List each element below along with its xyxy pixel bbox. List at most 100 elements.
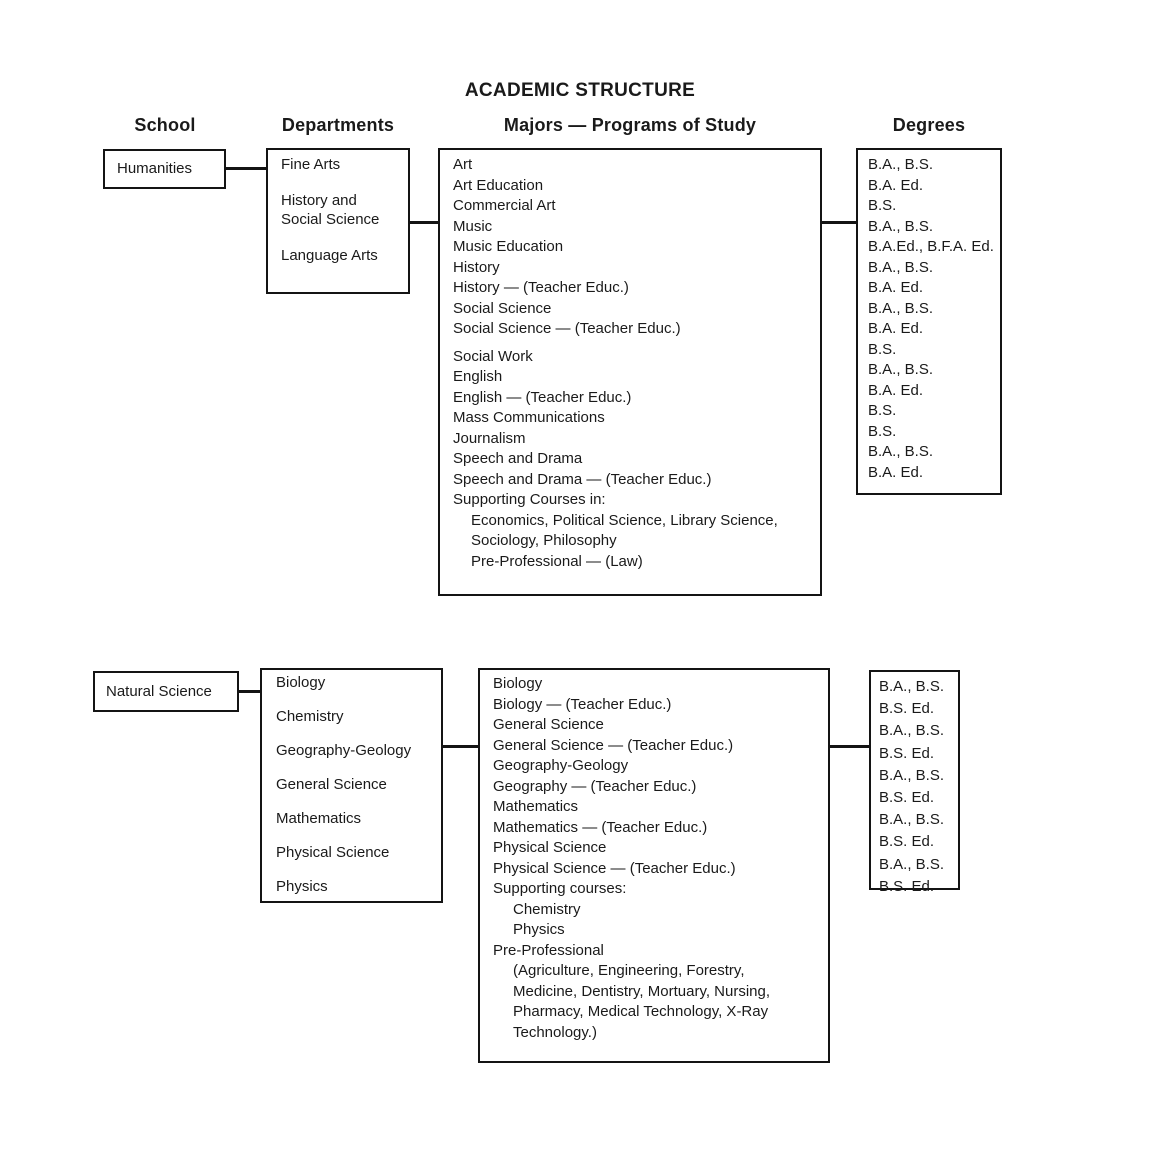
department-label: General Science (276, 776, 387, 793)
department-label: Geography-Geology (276, 742, 412, 759)
major-item: General Science (493, 716, 604, 733)
department-item: History and Social Science (281, 191, 411, 229)
major-item: Physical Science — (Teacher Educ.) (493, 859, 736, 877)
majors-box-natural-science (478, 668, 830, 1063)
major-item: Sociology, Philosophy (471, 532, 617, 549)
degree-item: B.A., B.S. (879, 722, 945, 740)
departments-box-humanities (266, 148, 410, 294)
connector-school-to-departments-1 (226, 167, 266, 170)
department-item: General Science (276, 775, 446, 794)
degree-item: B.A., B.S. (879, 678, 945, 695)
column-header-degrees: Degrees (892, 115, 966, 135)
major-item: Social Science (453, 299, 552, 317)
degree-item: B.A. Ed. (868, 279, 924, 296)
major-item: Music Education (453, 238, 564, 255)
page-title: ACADEMIC STRUCTURE (464, 80, 696, 101)
degrees-list-natural-science: B.A., B.S. B.S. Ed. B.A., B.S. B.S. Ed. … (879, 676, 969, 898)
department-label: Chemistry (276, 708, 344, 725)
department-item: Mathematics (276, 809, 446, 828)
major-item: Art Education (453, 176, 544, 194)
degree-item: B.S. Ed. (879, 700, 935, 718)
department-item: Physics (276, 877, 446, 896)
department-item: Fine Arts (281, 155, 411, 174)
major-item: Music (453, 217, 493, 235)
department-label: Physics (276, 878, 328, 895)
connector-majors-to-degrees-2 (830, 745, 869, 748)
major-item: Biology — (Teacher Educ.) (493, 695, 672, 713)
school-box-humanities (103, 149, 226, 189)
degree-item: B.A., B.S. (868, 299, 934, 317)
major-item: Speech and Drama (453, 450, 583, 467)
department-item: Chemistry (276, 707, 446, 726)
major-item: Geography — (Teacher Educ.) (493, 777, 697, 795)
major-item: Medicine, Dentistry, Mortuary, Nursing, (513, 982, 771, 1000)
degree-item: B.A., B.S. (868, 156, 934, 173)
degree-item: B.S. (868, 340, 897, 358)
department-label-line1: History and (281, 192, 357, 209)
department-item: Physical Science (276, 843, 446, 862)
degree-item: B.A., B.S. (879, 855, 945, 873)
major-item: Chemistry (513, 900, 581, 918)
department-item: Biology (276, 673, 446, 692)
degree-item: B.A., B.S. (868, 361, 934, 378)
major-item: Economics, Political Science, Library Sc… (471, 511, 778, 529)
degree-item: B.A., B.S. (868, 217, 934, 235)
connector-departments-to-majors-1 (410, 221, 438, 224)
major-item: (Agriculture, Engineering, Forestry, (513, 962, 745, 979)
major-item: Social Work (453, 347, 533, 365)
degree-item: B.A. Ed. (868, 463, 924, 481)
major-item: Technology.) (513, 1023, 597, 1041)
school-label-natural-science: Natural Science (106, 683, 212, 700)
major-item: Mass Communications (453, 409, 605, 426)
degree-item: B.S. (868, 422, 897, 440)
major-item: English — (Teacher Educ.) (453, 388, 632, 406)
degrees-box-natural-science (869, 670, 960, 890)
column-header-school: School (134, 115, 196, 135)
degree-item: B.A., B.S. (879, 766, 945, 784)
degree-item: B.A. Ed. (868, 381, 924, 399)
major-item: Pharmacy, Medical Technology, X-Ray (513, 1003, 769, 1020)
department-label: Mathematics (276, 810, 362, 827)
school-label-humanities: Humanities (117, 160, 193, 177)
major-item: Journalism (453, 429, 526, 447)
department-label: Physical Science (276, 844, 390, 861)
connector-school-to-departments-2 (239, 690, 260, 693)
degrees-box-humanities (856, 148, 1002, 495)
departments-box-natural-science (260, 668, 443, 903)
majors-list-natural-science: Biology Biology — (Teacher Educ.) Genera… (493, 674, 833, 1043)
department-item: Geography-Geology (276, 741, 446, 760)
department-label-line2: Social Science (281, 211, 380, 228)
degree-item: B.S. Ed. (879, 744, 935, 762)
major-item: Social Science — (Teacher Educ.) (453, 320, 681, 337)
major-item: Physics (513, 921, 565, 938)
degree-item: B.A., B.S. (868, 443, 934, 460)
degrees-list-humanities: B.A., B.S. B.A. Ed. B.S. B.A., B.S. B.A.… (868, 155, 1008, 483)
major-item: Supporting courses: (493, 880, 627, 897)
connector-departments-to-majors-2 (443, 745, 478, 748)
major-item: Art (453, 156, 473, 173)
department-label: Biology (276, 674, 326, 691)
major-item: Geography-Geology (493, 757, 629, 774)
majors-box-humanities (438, 148, 822, 596)
degree-item: B.S. Ed. (879, 877, 935, 895)
major-item: Supporting Courses in: (453, 491, 606, 508)
degree-item: B.A.Ed., B.F.A. Ed. (868, 238, 994, 255)
degree-item: B.S. Ed. (879, 789, 935, 807)
major-item: General Science — (Teacher Educ.) (493, 736, 734, 754)
major-item: History (453, 258, 500, 276)
major-item: Biology (493, 675, 543, 692)
major-item: Speech and Drama — (Teacher Educ.) (453, 470, 712, 488)
connector-majors-to-degrees-1 (822, 221, 856, 224)
column-header-departments: Departments (281, 115, 395, 135)
degree-item: B.A., B.S. (879, 811, 945, 829)
department-item: Language Arts (281, 246, 411, 265)
school-box-natural-science (93, 671, 239, 712)
majors-list-humanities: Art Art Education Commercial Art Music M… (453, 155, 825, 572)
degree-item: B.S. (868, 197, 897, 214)
column-header-majors: Majors — Programs of Study (503, 115, 757, 135)
departments-list-humanities: Fine Arts History and Social Science Lan… (281, 155, 411, 265)
major-item: History — (Teacher Educ.) (453, 279, 629, 296)
major-item: Commercial Art (453, 197, 556, 214)
degree-item: B.A. Ed. (868, 176, 924, 194)
department-label: Fine Arts (281, 156, 341, 173)
